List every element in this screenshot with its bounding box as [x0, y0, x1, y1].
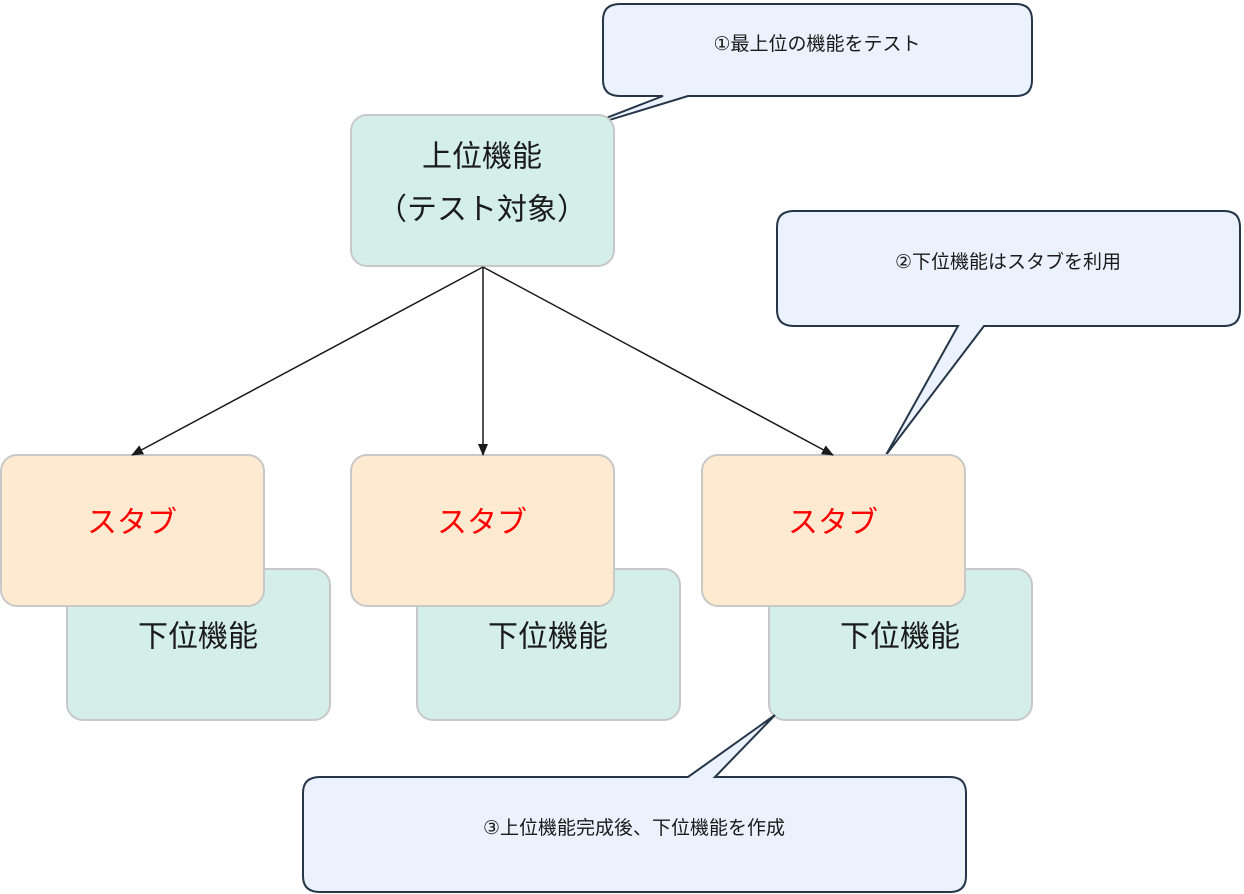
top-node: 上位機能 （テスト対象）: [350, 114, 615, 267]
edge-to-stub-1: [131, 266, 484, 456]
callout-step3-shape: [302, 714, 967, 893]
lower-function-label-2: 下位機能: [488, 620, 608, 655]
callout-step1-text: ①最上位の機能をテスト: [713, 33, 920, 55]
callout-step1-shape: [569, 3, 1033, 133]
top-node-box: [350, 114, 615, 267]
top-node-title: 上位機能: [422, 140, 542, 175]
callout-step1: ①最上位の機能をテスト: [569, 3, 1033, 133]
stub-label-1: スタブ: [87, 506, 177, 541]
callout-step2-text: ②下位機能はスタブを利用: [895, 250, 1121, 273]
lower-function-label-3: 下位機能: [840, 620, 960, 655]
top-node-subtitle: （テスト対象）: [377, 193, 587, 228]
stub-label-3: スタブ: [788, 506, 878, 541]
edge-to-stub-3: [482, 266, 834, 456]
callout-step3: ③上位機能完成後、下位機能を作成: [302, 714, 967, 893]
lower-function-label-1: 下位機能: [138, 620, 258, 655]
callout-step3-text: ③上位機能完成後、下位機能を作成: [483, 817, 785, 839]
callout-step2-shape: [776, 210, 1241, 456]
callout-step2: ②下位機能はスタブを利用: [776, 210, 1241, 456]
stub-label-2: スタブ: [437, 506, 527, 541]
